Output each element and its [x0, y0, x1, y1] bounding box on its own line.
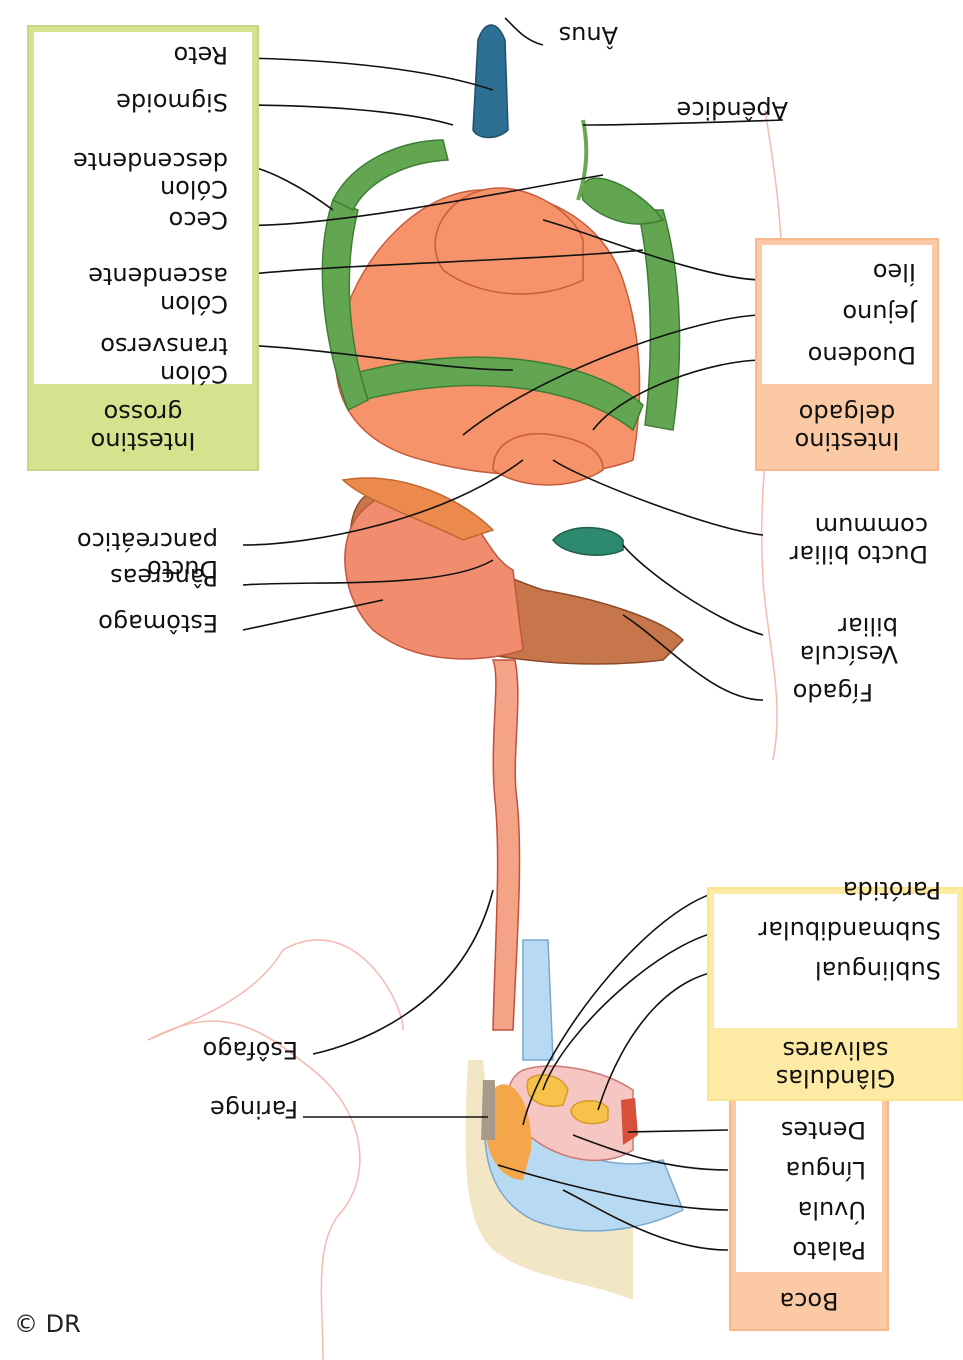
- pharynx-tube: [481, 1080, 495, 1140]
- label-box-small-intestine: Intestinodelgado Duodeno Jejuno Íleo: [756, 239, 938, 470]
- rectum: [473, 25, 508, 138]
- face-outline: [148, 1021, 360, 1360]
- label-submandibular: Submandibular: [758, 916, 941, 944]
- esophagus: [493, 660, 520, 1030]
- copyright: © DR: [14, 1310, 81, 1338]
- ascending-colon: [638, 210, 680, 430]
- label-liver: Fígado: [793, 678, 873, 706]
- leader-reto: [243, 58, 493, 90]
- label-jejuno: Jejuno: [842, 299, 918, 327]
- salivary-gland-2: [571, 1101, 608, 1124]
- label-reto: Reto: [174, 41, 228, 69]
- ileum-coil: [435, 188, 583, 294]
- label-dentes: Dentes: [781, 1116, 866, 1144]
- label-common-bile-duct: Ducto biliarcommum: [789, 512, 928, 568]
- leader-sigmoide: [233, 105, 453, 125]
- label-ileo: Íleo: [873, 258, 916, 287]
- label-ceco: Ceco: [169, 206, 228, 234]
- label-anus: Ânus: [559, 21, 618, 50]
- label-lingua: Língua: [786, 1156, 866, 1184]
- label-sublingual: Sublingual: [815, 956, 941, 984]
- teeth: [621, 1098, 638, 1145]
- label-palato: Palato: [792, 1236, 866, 1264]
- airway-trachea: [523, 940, 553, 1060]
- label-box-large-intestine: IntestinogrossoCólontransversoCólonascen…: [28, 26, 258, 470]
- sigmoid-colon: [333, 140, 448, 210]
- label-box-title: Boca: [779, 1287, 838, 1315]
- leader-anus: [505, 18, 543, 45]
- label-parotida: Parótida: [843, 876, 941, 904]
- label-pharynx: Faringe: [210, 1095, 298, 1123]
- gallbladder: [553, 528, 623, 556]
- leader-submandibular: [543, 930, 733, 1090]
- label-stomach: Estômago: [98, 609, 218, 637]
- mouth-region: [466, 1060, 683, 1300]
- label-gallbladder: Vesículabiliar: [800, 612, 898, 668]
- label-box-title: Glândulassalivares: [776, 1036, 896, 1092]
- label-box-title: Intestinogrosso: [91, 399, 196, 455]
- label-appendix: Apêndice: [677, 96, 789, 124]
- leader-dentes: [628, 1130, 728, 1132]
- label-uvula: Úvula: [798, 1196, 866, 1226]
- cecum: [582, 178, 663, 224]
- label-sigmoide: Sigmoide: [116, 88, 228, 116]
- label-duodeno: Duodeno: [808, 341, 916, 369]
- label-esophagus: Esôfago: [203, 1036, 298, 1064]
- label-box-salivary: Glândulassalivares Sublingual Submandibula…: [708, 876, 963, 1100]
- label-pancreas: Pâncreas: [110, 563, 218, 591]
- small-intestine: [336, 188, 640, 485]
- label-box-title: Intestinodelgado: [795, 399, 900, 455]
